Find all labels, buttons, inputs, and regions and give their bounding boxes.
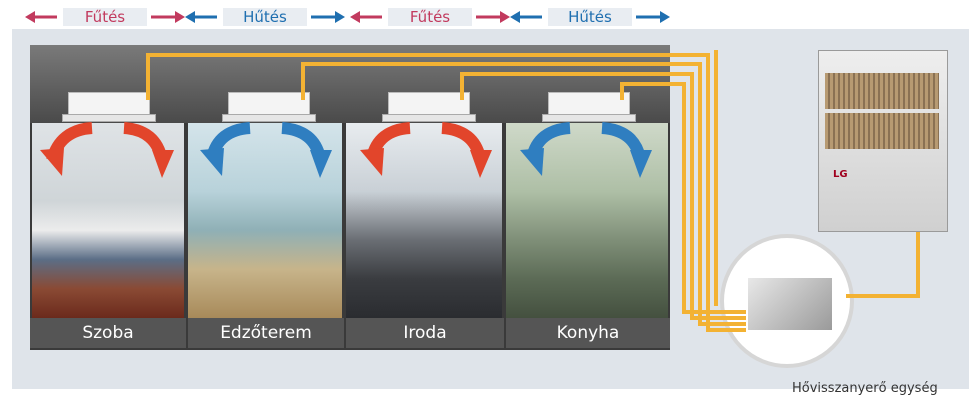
legend-item-heat-1: Fűtés [25, 6, 185, 28]
pipe-room-3 [460, 72, 746, 320]
refrigerant-pipes [146, 50, 920, 332]
double-arrow-icon [185, 11, 345, 23]
heat-recovery-unit-magnifier [720, 234, 854, 368]
heat-recovery-box [748, 278, 832, 330]
indoor-unit-tray-4 [542, 114, 636, 122]
pipe-room-2 [301, 62, 746, 326]
legend-label: Fűtés [63, 8, 147, 26]
cool-airflow-icon-room-4 [520, 122, 652, 178]
double-arrow-icon [350, 11, 510, 23]
indoor-unit-1 [68, 92, 150, 116]
indoor-unit-tray-3 [382, 114, 476, 122]
room-label: Konyha [506, 318, 670, 348]
legend-label: Hűtés [223, 8, 307, 26]
indoor-unit-2 [228, 92, 310, 116]
room-label: Edzőterem [188, 318, 344, 348]
heat-airflow-icon-room-3 [360, 122, 492, 178]
legend-label: Hűtés [548, 8, 632, 26]
outdoor-unit: LG [818, 50, 948, 232]
pipe-room-1 [146, 53, 746, 332]
indoor-unit-tray-1 [62, 114, 156, 122]
cool-airflow-icon-room-2 [200, 122, 332, 178]
double-arrow-icon [510, 11, 670, 23]
room-label: Szoba [30, 318, 186, 348]
mode-legend: Fűtés Hűtés Fűtés Hűtés [25, 6, 675, 28]
outdoor-grille [825, 113, 939, 149]
legend-item-heat-2: Fűtés [350, 6, 510, 28]
room-label: Iroda [346, 318, 504, 348]
heat-airflow-icon-room-1 [40, 122, 174, 178]
legend-item-cool-2: Hűtés [510, 6, 670, 28]
outdoor-grille [825, 73, 939, 109]
pipe-outdoor [846, 232, 920, 298]
heat-recovery-caption: Hővisszanyerő egység [792, 381, 938, 396]
indoor-unit-tray-2 [222, 114, 316, 122]
pipe-room-4 [620, 82, 746, 314]
legend-label: Fűtés [388, 8, 472, 26]
brand-logo: LG [833, 169, 848, 180]
double-arrow-icon [25, 11, 185, 23]
indoor-unit-3 [388, 92, 470, 116]
legend-item-cool-1: Hűtés [185, 6, 345, 28]
airflow-arrows [40, 122, 652, 178]
